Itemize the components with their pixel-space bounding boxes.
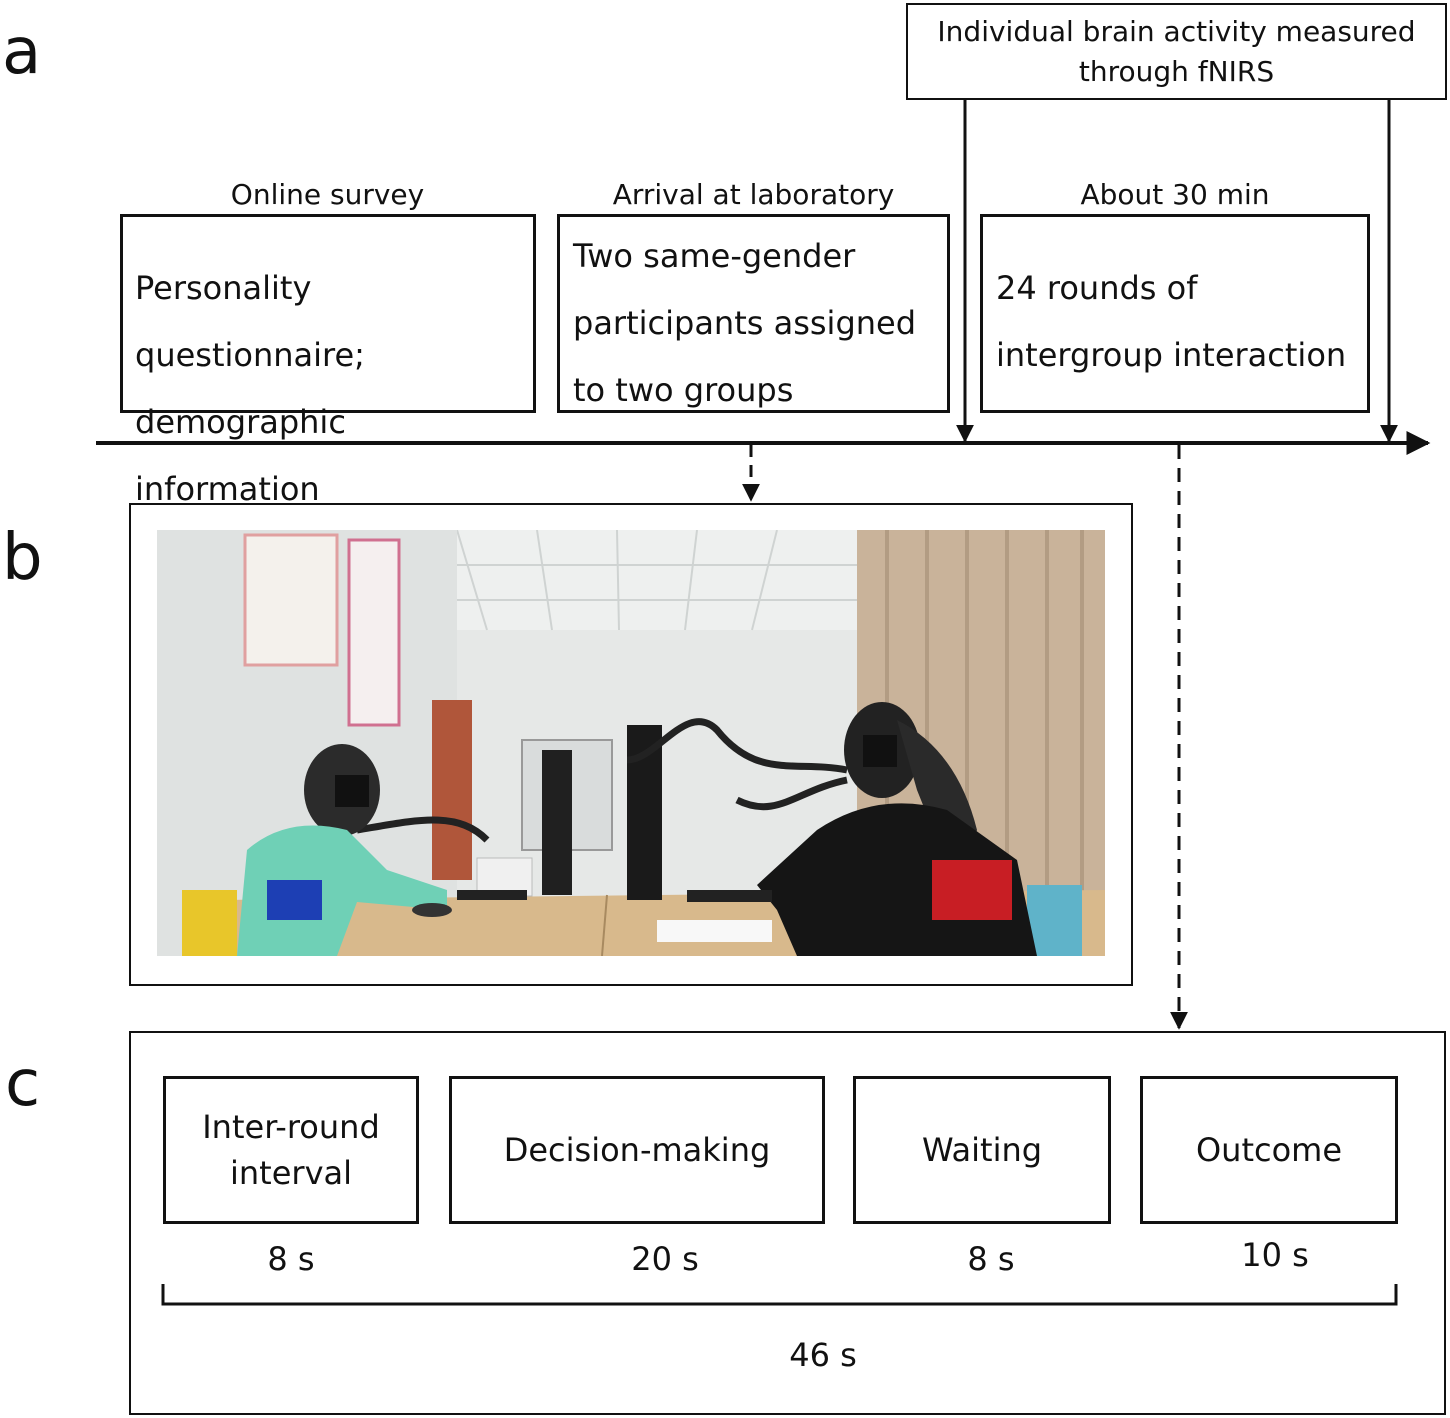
- panel-a-label: a: [2, 15, 42, 89]
- phase-name-waiting: Waiting: [921, 1131, 1043, 1169]
- stage-title-arrival: Arrival at laboratory: [612, 178, 895, 211]
- total-duration-brace: [161, 1284, 1398, 1306]
- mouse-left: [412, 903, 452, 917]
- panel-c-label: c: [5, 1047, 41, 1121]
- ceiling: [397, 530, 867, 630]
- phase-box-inter-round: Inter-round interval: [163, 1076, 419, 1224]
- poster-left: [243, 533, 339, 667]
- ceiling-grid: [397, 530, 867, 631]
- lab-photo: [157, 530, 1105, 956]
- phase-name-inter-round: Inter-round interval: [202, 1108, 380, 1192]
- poster-right: [347, 538, 401, 727]
- face-mask-left: [335, 775, 369, 807]
- panel-b-label: b: [2, 521, 43, 595]
- stage-box-interaction: 24 rounds of intergroup interaction: [980, 214, 1370, 413]
- keyboard-left: [457, 890, 527, 900]
- stage-box-online-survey: Personality questionnaire; demographic i…: [120, 214, 536, 508]
- fnirs-cables: [356, 718, 848, 843]
- left-arm-wrap: [267, 880, 322, 920]
- stage-title-online-survey: Online survey: [230, 178, 425, 211]
- face-mask-right: [863, 735, 897, 767]
- phase-box-decision: Decision-making: [449, 1076, 825, 1224]
- stage-box-arrival: Two same-gender participants assigned to…: [557, 214, 950, 413]
- phase-name-decision: Decision-making: [503, 1131, 771, 1169]
- paper-on-desk: [657, 920, 772, 942]
- keyboard-right: [687, 890, 772, 902]
- photo-frame: [129, 503, 1133, 986]
- duration-decision: 20 s: [631, 1240, 699, 1278]
- total-duration: 46 s: [789, 1336, 857, 1374]
- chair-left: [182, 890, 237, 956]
- duration-inter-round: 8 s: [267, 1240, 315, 1278]
- chair-right: [1027, 885, 1082, 956]
- stage-text-online-survey: Personality questionnaire; demographic i…: [135, 269, 365, 508]
- monitor-left: [542, 750, 572, 895]
- stage-text-arrival: Two same-gender participants assigned to…: [573, 237, 917, 409]
- stage-title-duration: About 30 min: [1080, 178, 1270, 211]
- desk-seam: [601, 894, 608, 956]
- participant-left-body: [237, 825, 447, 956]
- stage-text-interaction: 24 rounds of intergroup interaction: [996, 269, 1347, 374]
- phase-name-outcome: Outcome: [1195, 1131, 1343, 1169]
- phase-box-outcome: Outcome: [1140, 1076, 1398, 1224]
- phase-box-waiting: Waiting: [853, 1076, 1111, 1224]
- door: [432, 700, 472, 880]
- red-jacket: [932, 860, 1012, 920]
- duration-outcome: 10 s: [1241, 1236, 1309, 1274]
- duration-waiting: 8 s: [967, 1240, 1015, 1278]
- fnirs-measurement-text: Individual brain activity measured throu…: [937, 14, 1416, 88]
- fnirs-measurement-box: Individual brain activity measured throu…: [906, 3, 1447, 100]
